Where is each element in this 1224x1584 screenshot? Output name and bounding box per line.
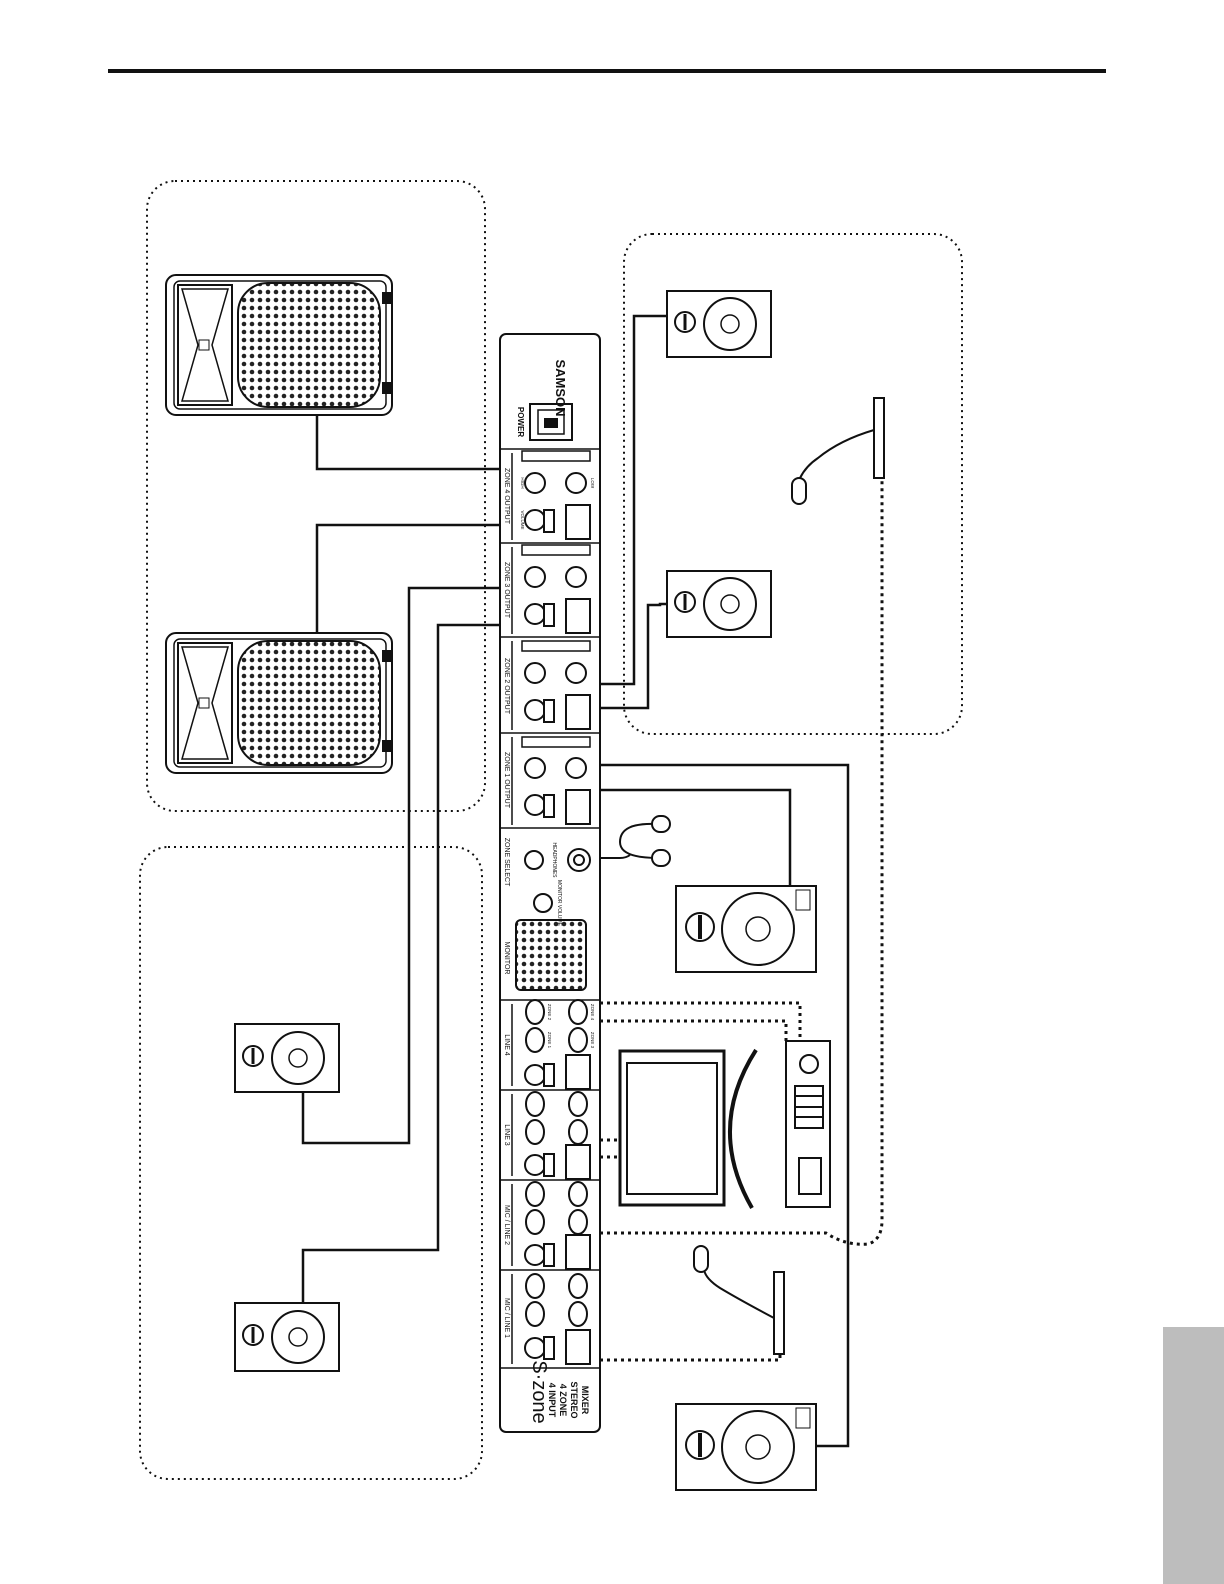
output-label-zone-1: ZONE 1 OUTPUT [503,752,510,809]
power-label: POWER [516,407,525,437]
zone-boundary-lower-left [140,847,482,1479]
zone-button-label-4: ZONE 4 [590,1004,595,1021]
volume-label: VOLUME [520,510,525,529]
product-name: S·zone [528,1360,550,1423]
input-label-4: LINE 4 [503,1034,510,1056]
input-label-1: MIC / LINE 1 [503,1298,510,1338]
mixer-brand: SAMSON [553,359,568,416]
high-label: HIGH [520,477,525,488]
monitor-volume-label: MONITOR VOLUME [556,880,562,927]
monitor-speaker-bottom-2 [676,1404,816,1490]
headphones-icon [600,816,670,866]
low-label: LOW [590,478,595,489]
zone-button-label-2: ZONE 2 [547,1004,552,1021]
pa-speaker-2 [166,633,392,773]
product-desc-2: 4 ZONE [558,1384,568,1417]
mixer-unit: SAMSON POWER S·zone 4 INPUT 4 ZONE STERE… [500,334,600,1432]
monitor-speaker-right-1 [667,291,771,357]
tv-monitor [620,1050,756,1208]
zone-select-label: ZONE SELECT [503,838,510,887]
pa-speaker-1 [166,275,392,415]
zone-button-label-3: ZONE 3 [590,1032,595,1049]
product-desc-1: 4 INPUT [547,1383,557,1418]
microphone-right [792,398,884,504]
microphone-bottom [694,1246,784,1354]
monitor-speaker-bottom-1 [676,886,816,972]
input-label-2: MIC / LINE 2 [503,1205,510,1245]
monitor-speaker-lower-left-2 [235,1303,339,1371]
input-label-3: LINE 3 [503,1124,510,1146]
audio-player [786,1041,830,1207]
monitor-speaker-lower-left-1 [235,1024,339,1092]
output-label-zone-2: ZONE 2 OUTPUT [503,658,510,715]
product-desc-4: MIXER [580,1386,590,1415]
headphones-label: HEADPHONES [551,842,557,878]
zone-button-label-1: ZONE 1 [547,1032,552,1049]
monitor-speaker-right-2 [667,571,771,637]
product-desc-3: STEREO [569,1381,579,1418]
output-label-zone-3: ZONE 3 OUTPUT [503,562,510,619]
monitor-label: MONITOR [503,942,510,975]
output-label-zone-4: ZONE 4 OUTPUT [503,468,510,525]
